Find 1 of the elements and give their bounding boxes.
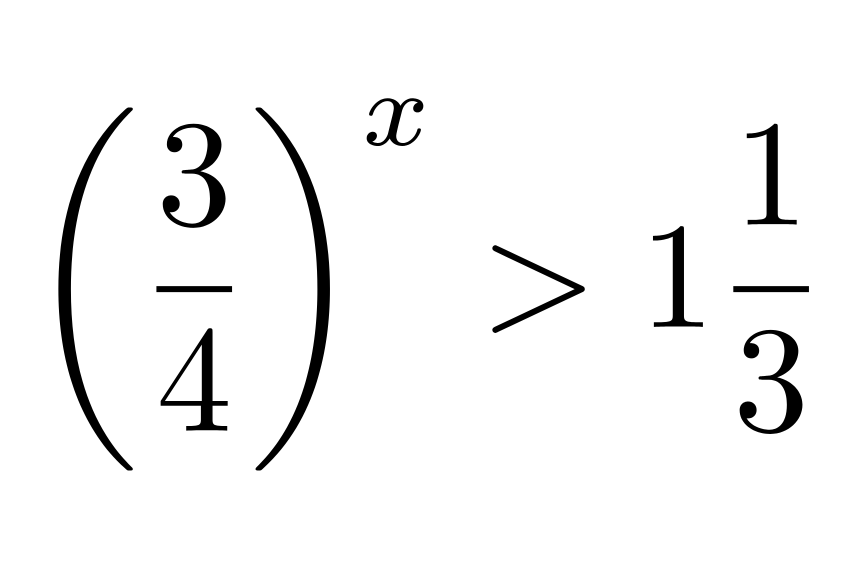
formula: $\left(\frac{3}{4}\right)^{x}>1\frac{1}{3}$ [58,98,809,470]
